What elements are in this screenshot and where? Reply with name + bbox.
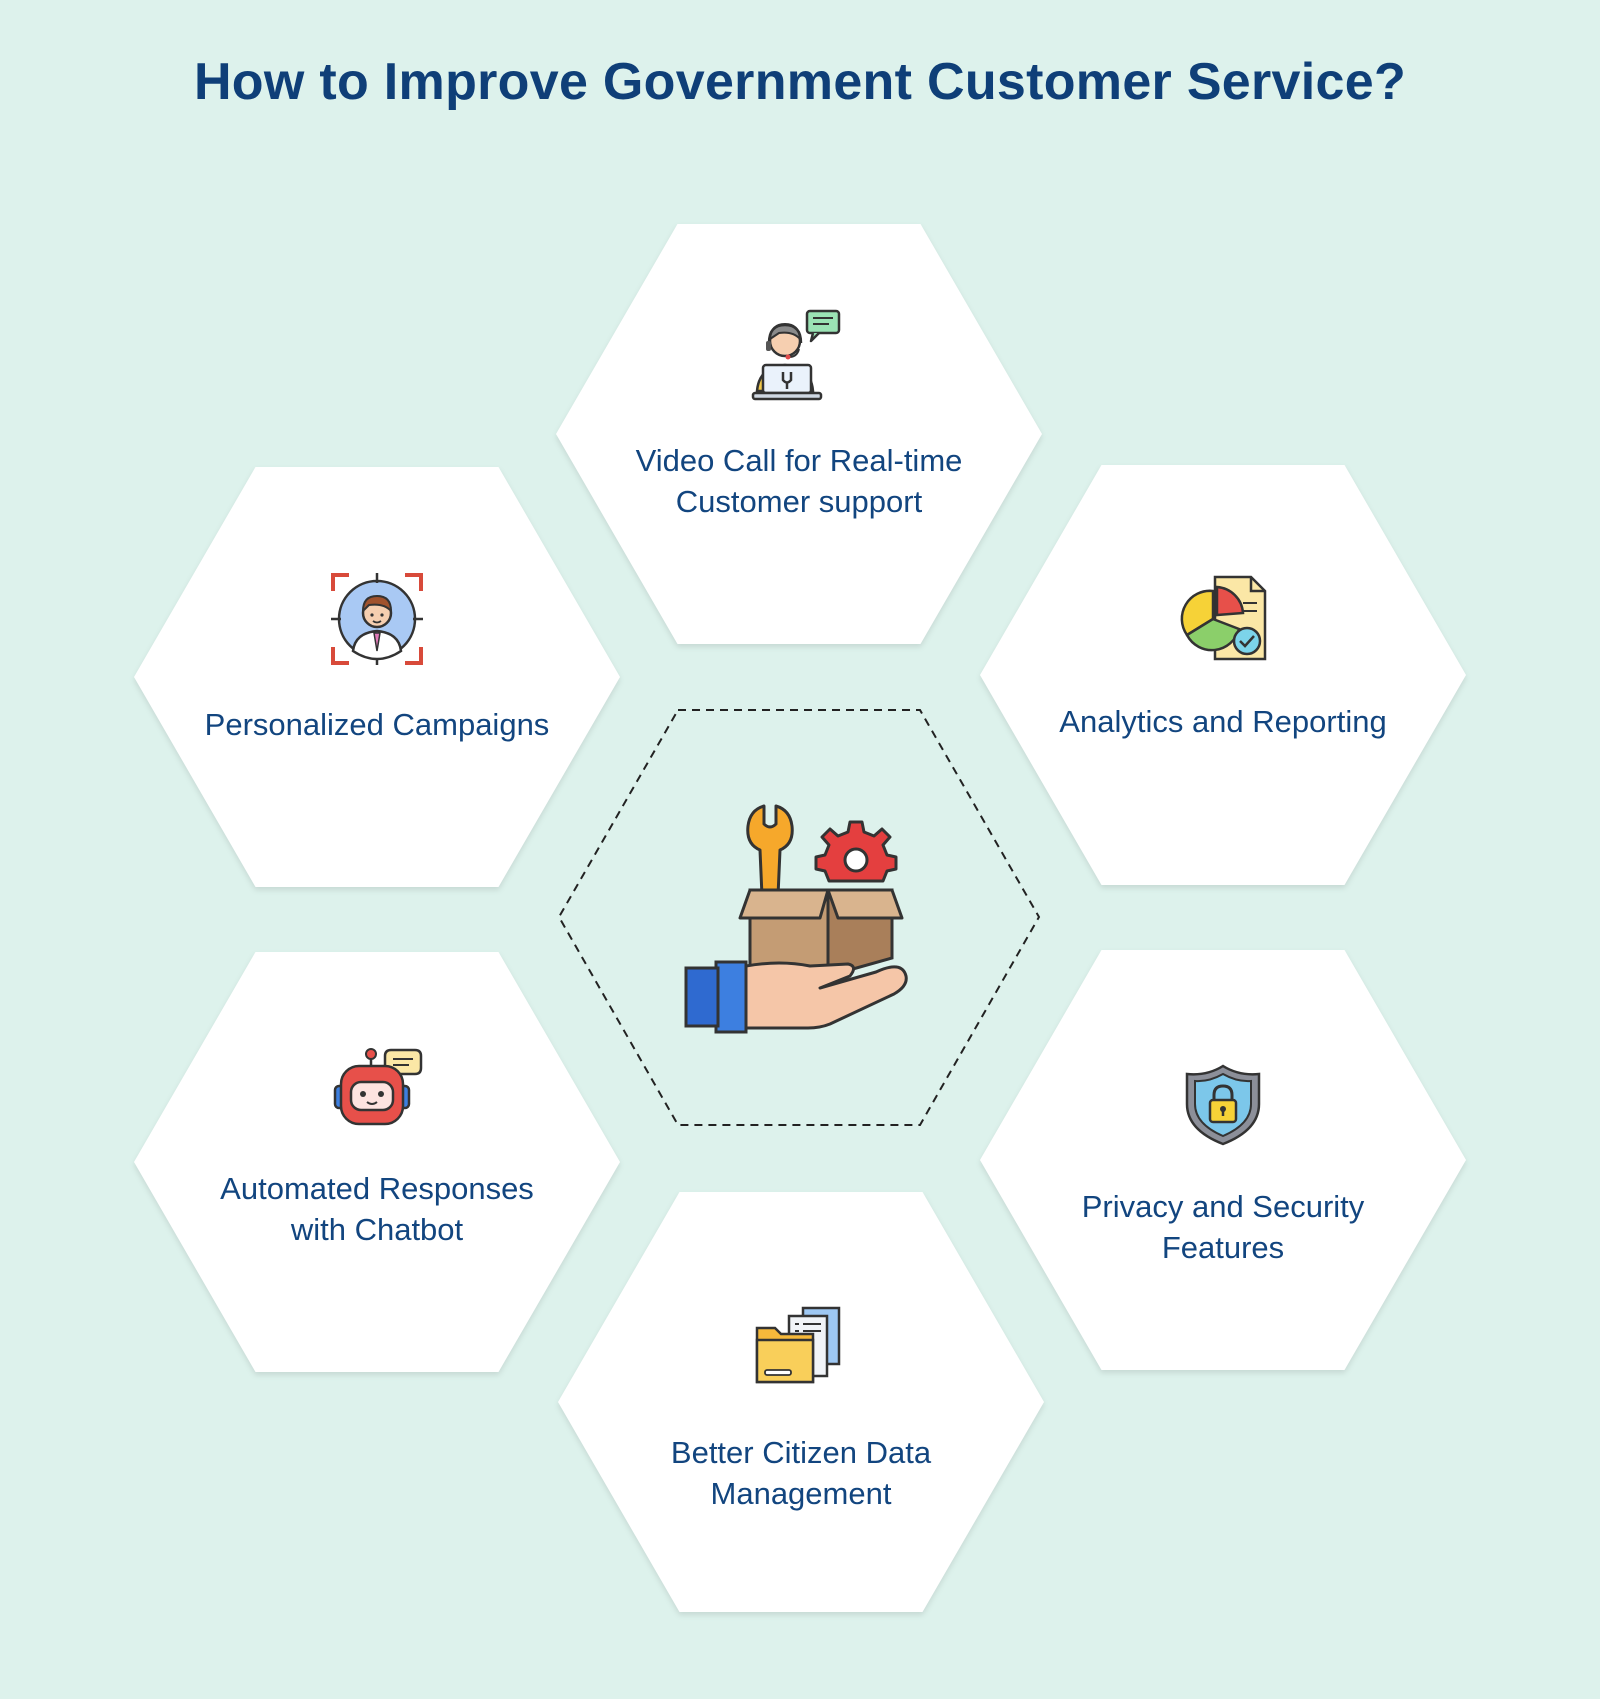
hex-card-data: Better Citizen Data Management	[558, 1192, 1044, 1612]
hex-card-personalized: Personalized Campaigns	[134, 467, 620, 887]
pie-chart-report-icon	[1180, 575, 1267, 661]
item-label-analytics: Analytics and Reporting	[1059, 704, 1387, 739]
page-title: How to Improve Government Customer Servi…	[193, 53, 1407, 111]
support-agent-icon	[751, 309, 841, 401]
service-box-hand-icon	[684, 804, 908, 1034]
hex-card-privacy: Privacy and Security Features	[980, 950, 1466, 1370]
hex-card-video-call: Video Call for Real-time Customer suppor…	[556, 224, 1042, 644]
item-label-personalized: Personalized Campaigns	[204, 707, 550, 742]
hex-card-analytics: Analytics and Reporting	[980, 465, 1466, 885]
item-label-privacy: Privacy and Security Features	[1081, 1189, 1365, 1265]
folder-documents-icon	[755, 1306, 841, 1384]
chatbot-icon	[333, 1048, 423, 1126]
item-label-video-call: Video Call for Real-time Customer suppor…	[635, 443, 963, 519]
center-hex-outline	[557, 709, 1041, 1126]
item-label-chatbot: Automated Responses with Chatbot	[220, 1171, 534, 1247]
security-shield-icon	[1185, 1064, 1261, 1146]
item-label-data: Better Citizen Data Management	[670, 1435, 932, 1511]
hex-card-chatbot: Automated Responses with Chatbot	[134, 952, 620, 1372]
target-person-icon	[331, 573, 423, 665]
